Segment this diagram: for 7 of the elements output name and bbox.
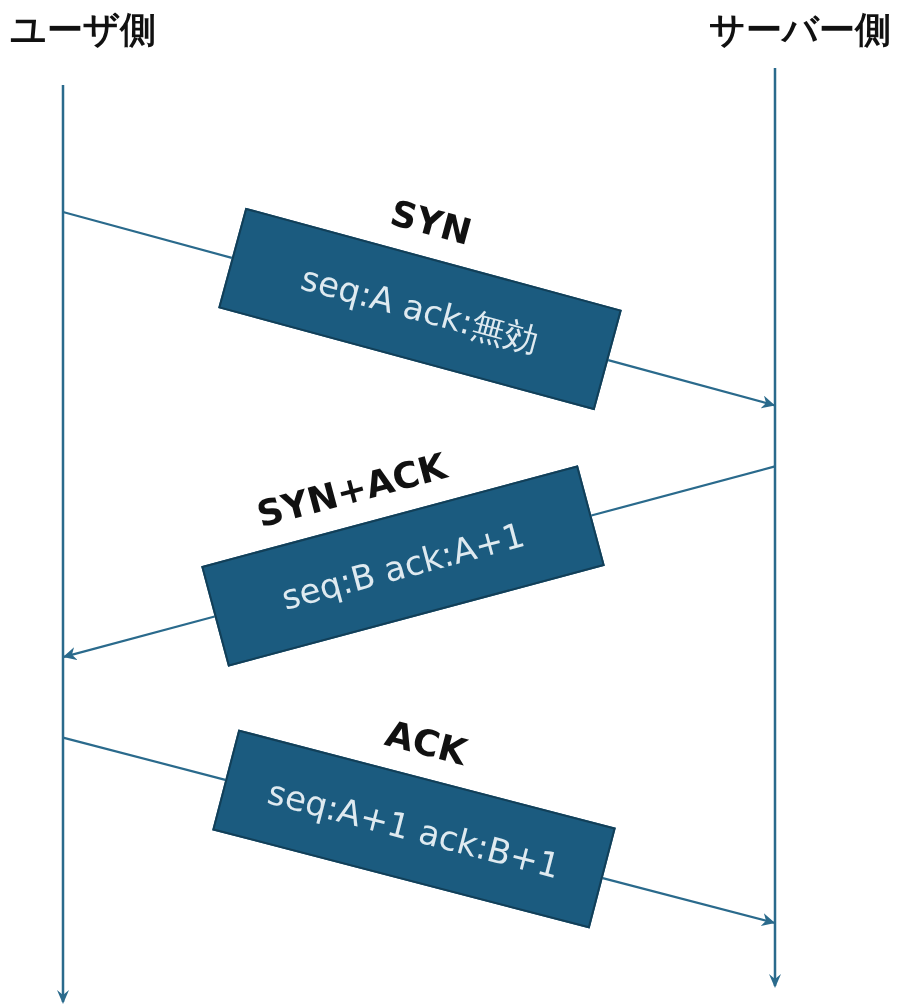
message-arrow [607, 359, 776, 409]
lane-heading: サーバー側 [709, 8, 891, 52]
message-arrow [62, 615, 215, 661]
lane-heading: ユーザ側 [10, 8, 156, 52]
message-arrow [602, 877, 776, 927]
timeline-arrow [55, 85, 71, 1004]
timeline-arrow [767, 68, 783, 988]
